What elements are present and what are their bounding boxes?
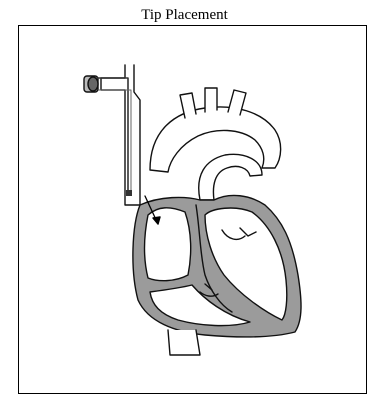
catheter-tip (126, 190, 132, 196)
catheter (97, 78, 128, 190)
superior-vena-cava (101, 65, 140, 205)
pulmonary-artery (199, 154, 262, 200)
right-atrium (145, 208, 191, 281)
inferior-vena-cava (168, 330, 200, 355)
